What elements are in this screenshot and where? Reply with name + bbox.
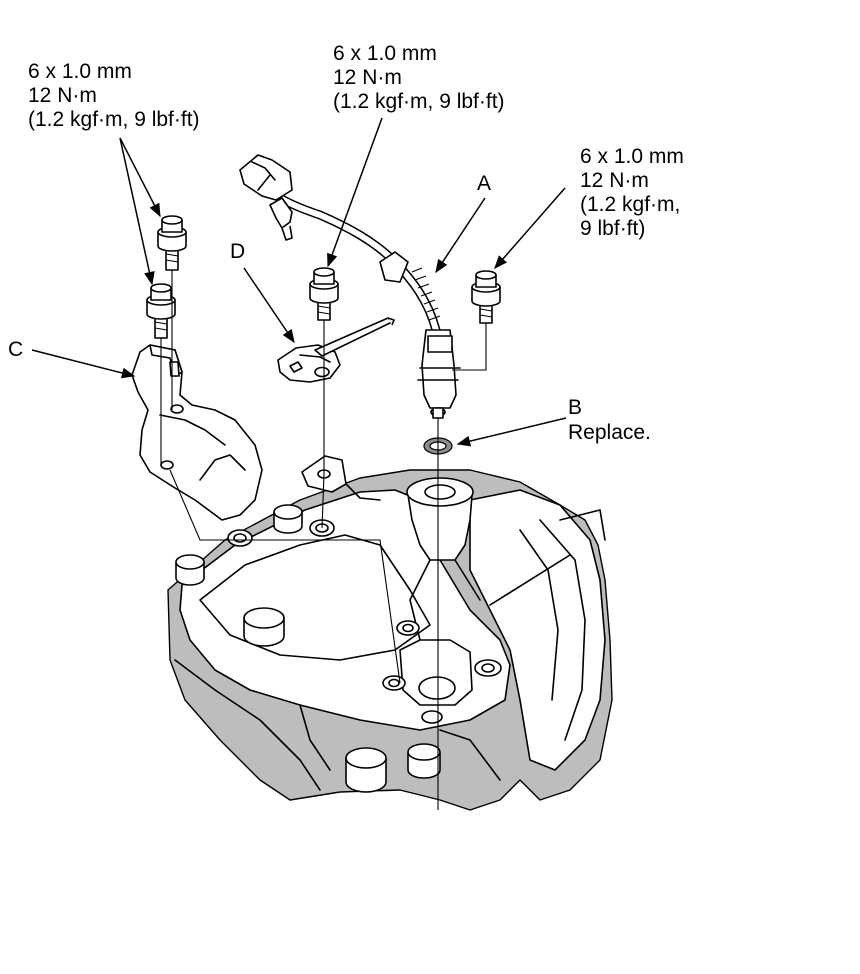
harness-corrugation <box>411 267 441 321</box>
bracket-c-body <box>131 344 263 521</box>
bracket-d-arm <box>314 317 393 357</box>
torque-spec-left-size: 6 x 1.0 mm <box>28 60 132 83</box>
bracket-d <box>277 317 395 383</box>
callout-c-label: C <box>8 338 24 361</box>
plug-5 <box>407 743 441 779</box>
plug-4 <box>345 747 387 793</box>
leader-d <box>243 267 295 344</box>
callout-a-label: A <box>477 172 492 195</box>
bracket-d-hole <box>314 366 330 378</box>
alignment-lines <box>160 270 487 810</box>
plug-3 <box>243 607 285 647</box>
gear-case-rib-3 <box>559 509 606 541</box>
torque-spec-right-alt1: (1.2 kgf·m, <box>580 193 681 216</box>
torque-spec-right-size: 6 x 1.0 mm <box>580 145 684 168</box>
sensor-connector <box>239 154 293 201</box>
bracket-c-hole-upper <box>170 404 184 414</box>
bracket-c-fold <box>159 414 226 446</box>
torque-spec-right-alt2: 9 lbf·ft) <box>580 217 646 240</box>
torque-spec-center-alt: (1.2 kgf·m, 9 lbf·ft) <box>333 90 505 113</box>
torque-spec-left-nm: 12 N·m <box>28 84 97 107</box>
harness-clamp-pin <box>281 225 293 241</box>
leader-c <box>31 349 136 379</box>
sensor-boss-hole <box>424 484 456 500</box>
bolt-center <box>309 267 339 321</box>
bolt-left-upper <box>157 215 187 271</box>
bracket-d-fold <box>299 354 331 363</box>
sensor-flange-line <box>417 367 461 381</box>
callout-leaders <box>31 117 567 447</box>
align-line-bracket-c-to-case <box>169 469 401 684</box>
sensor-head <box>427 335 453 353</box>
casting-line-3 <box>299 704 331 771</box>
housing-gear-case <box>469 489 606 771</box>
plug-1 <box>175 554 205 586</box>
callout-d-label: D <box>230 240 246 263</box>
plug-2 <box>273 504 303 534</box>
callout-b-label: B <box>568 396 583 419</box>
leader-right-spec <box>494 187 566 270</box>
bracket-d-arm-end <box>387 317 395 326</box>
sensor-tip-stem <box>432 407 444 419</box>
harness-clamp <box>269 197 293 229</box>
bolt-right <box>471 270 501 324</box>
torque-spec-center: 6 x 1.0 mm 12 N·m (1.2 kgf·m, 9 lbf·ft) <box>333 42 505 114</box>
bracket-c <box>131 344 263 521</box>
torque-spec-center-nm: 12 N·m <box>333 66 402 89</box>
bracket-c-tab <box>169 361 180 377</box>
bracket-c-fold-2 <box>199 454 246 481</box>
align-line-right <box>452 323 487 371</box>
deck-hole-5-in <box>481 663 495 673</box>
harness-clip <box>379 251 409 283</box>
casting-line-2 <box>439 729 501 781</box>
torque-spec-right: 6 x 1.0 mm 12 N·m (1.2 kgf·m, 9 lbf·ft) <box>580 145 684 241</box>
speed-sensor-a <box>239 154 461 419</box>
bolt-left-lower <box>146 283 176 339</box>
leader-center-spec <box>327 117 383 268</box>
lower-boss-hole <box>421 710 443 724</box>
lower-boss-bore <box>418 676 456 700</box>
gear-case-rib <box>539 519 586 741</box>
leader-left-spec-upper <box>119 137 161 218</box>
sensor-connector-lock <box>251 161 276 191</box>
leader-b <box>456 417 567 447</box>
torque-spec-left-alt: (1.2 kgf·m, 9 lbf·ft) <box>28 108 200 131</box>
transmission-housing <box>167 469 613 811</box>
deck-hole-4-in <box>388 678 400 688</box>
casting-line-1 <box>174 659 321 791</box>
deck-hole-1-in <box>233 533 247 543</box>
bracket-d-square <box>289 361 303 373</box>
leader-a <box>435 197 486 274</box>
torque-spec-left: 6 x 1.0 mm 12 N·m (1.2 kgf·m, 9 lbf·ft) <box>28 60 200 132</box>
bracket-c-hole-lower <box>160 460 174 470</box>
torque-spec-center-size: 6 x 1.0 mm <box>333 42 437 65</box>
deck-hole-3-in <box>402 623 414 633</box>
gear-case-rib-2 <box>519 529 559 701</box>
leader-left-spec-lower <box>119 137 155 286</box>
torque-spec-right-nm: 12 N·m <box>580 169 649 192</box>
callout-b-note: Replace. <box>568 421 651 444</box>
gear-case-shaft <box>489 554 571 606</box>
align-line-center <box>321 320 325 529</box>
mount-stay-edge <box>345 483 381 501</box>
